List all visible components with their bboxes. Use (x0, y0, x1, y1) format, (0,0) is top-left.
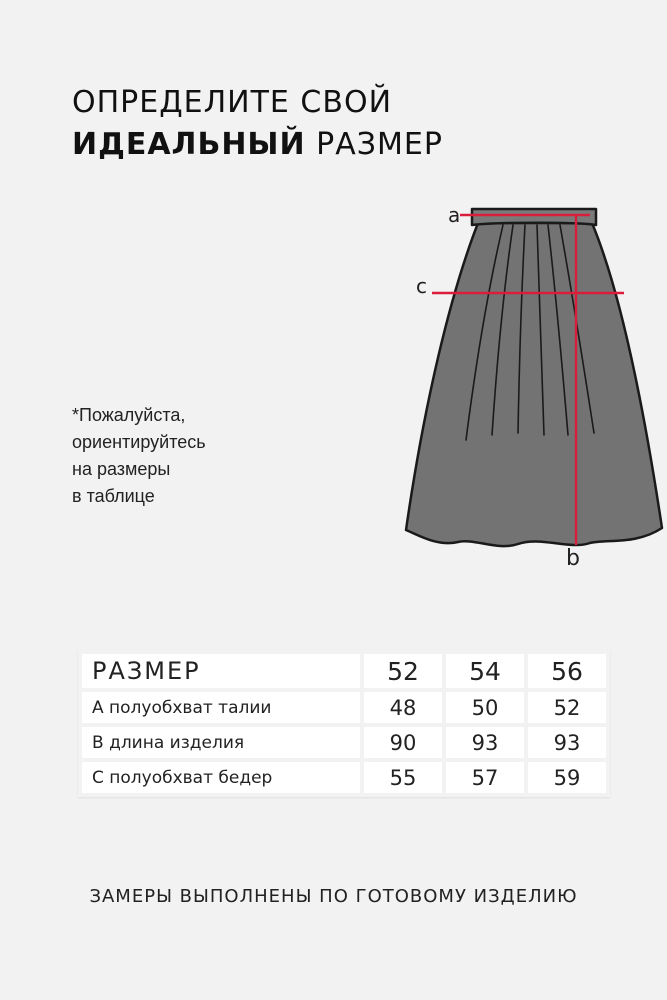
table-cell: 48 (364, 692, 442, 723)
table-cell: 55 (364, 762, 442, 793)
size-header: 54 (446, 654, 524, 688)
size-header: 52 (364, 654, 442, 688)
note-line: *Пожалуйста, (72, 405, 186, 425)
table-cell: 93 (528, 727, 606, 758)
table-cell: 57 (446, 762, 524, 793)
label-a: a (448, 203, 460, 227)
size-table: РАЗМЕР 52 54 56 А полуобхват талии 48 50… (78, 650, 610, 797)
size-note: *Пожалуйста, ориентируйтесь на размеры в… (72, 402, 206, 510)
table-header-label: РАЗМЕР (82, 654, 360, 688)
pleat-line (491, 224, 514, 436)
table-row: С полуобхват бедер 55 57 59 (82, 762, 606, 793)
row-label: С полуобхват бедер (82, 762, 360, 793)
measurement-lines (432, 213, 624, 545)
table-cell: 90 (364, 727, 442, 758)
skirt-measurement-diagram: a c b (404, 203, 664, 571)
table-cell: 52 (528, 692, 606, 723)
title-bold-word: ИДЕАЛЬНЫЙ (72, 127, 306, 162)
table-cell: 59 (528, 762, 606, 793)
note-line: ориентируйтесь (72, 432, 206, 452)
table-cell: 50 (446, 692, 524, 723)
skirt-body (404, 221, 664, 548)
title-line-1: ОПРЕДЕЛИТЕ СВОЙ (72, 85, 393, 120)
label-c: c (416, 274, 427, 298)
table-header-row: РАЗМЕР 52 54 56 (82, 654, 606, 688)
pleat-line (536, 224, 545, 436)
pleat-line (465, 224, 504, 441)
table-row: В длина изделия 90 93 93 (82, 727, 606, 758)
skirt-waistband (470, 207, 598, 227)
pleat-line (517, 224, 526, 434)
footer-note: ЗАМЕРЫ ВЫПОЛНЕНЫ ПО ГОТОВОМУ ИЗДЕЛИЮ (89, 886, 578, 907)
page-title: ОПРЕДЕЛИТЕ СВОЙ ИДЕАЛЬНЫЙ РАЗМЕР (72, 82, 443, 166)
row-label: А полуобхват талии (82, 692, 360, 723)
note-line: на размеры (72, 459, 171, 479)
title-line-2-rest: РАЗМЕР (305, 127, 443, 162)
label-b: b (566, 546, 580, 571)
row-label: В длина изделия (82, 727, 360, 758)
table-row: А полуобхват талии 48 50 52 (82, 692, 606, 723)
table-cell: 93 (446, 727, 524, 758)
size-header: 56 (528, 654, 606, 688)
note-line: в таблице (72, 486, 155, 506)
pleat-line (547, 224, 569, 436)
